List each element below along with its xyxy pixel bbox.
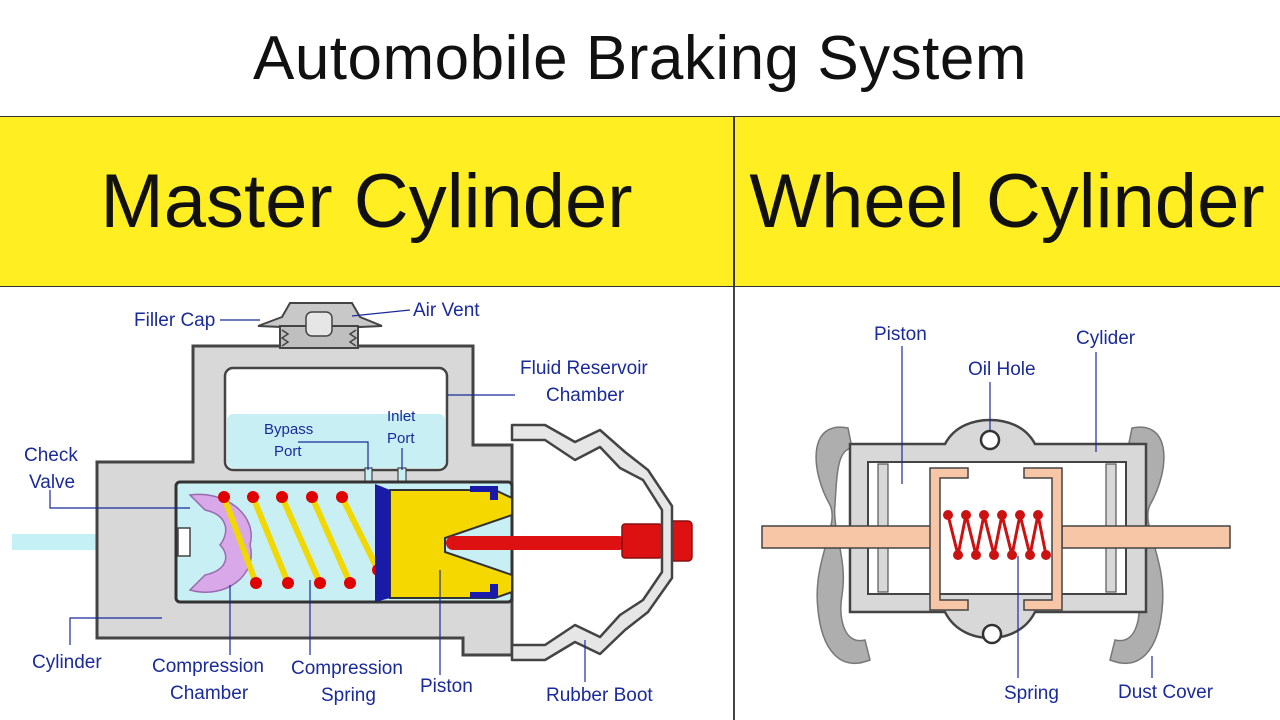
push-rod <box>446 536 626 550</box>
spring-coil-ends <box>943 510 1051 560</box>
bleed-hole <box>981 623 1003 645</box>
label-bypass: Bypass <box>264 421 313 438</box>
label-fluid-reservoir: Fluid Reservoir <box>520 358 648 379</box>
label-wheel-piston: Piston <box>874 324 927 345</box>
label-rubber-boot: Rubber Boot <box>546 685 653 706</box>
heading-band: Master Cylinder Wheel Cylinder <box>0 116 1280 287</box>
right-piston <box>1023 467 1063 611</box>
dust-cover-left <box>815 426 871 665</box>
label-spring: Spring <box>1004 683 1059 704</box>
label-inlet: Inlet <box>387 408 416 425</box>
label-compression: Compression <box>152 656 264 677</box>
band-divider <box>733 117 735 286</box>
check-valve <box>188 493 252 593</box>
page-title: Automobile Braking System <box>252 23 1028 93</box>
cap-thread <box>280 329 358 347</box>
check-valve-leader <box>49 490 190 509</box>
label-compression-chamber: Chamber <box>170 683 249 704</box>
bypass-port-leader <box>298 441 369 470</box>
piston-primary-seal <box>375 484 390 602</box>
air-vent-plug <box>305 311 333 337</box>
right-push-rod <box>1061 525 1231 549</box>
piston <box>389 489 513 599</box>
label-dust-cover: Dust Cover <box>1118 682 1214 703</box>
master-cylinder-diagram: Filler Cap Air Vent Fluid Reservoir Cham… <box>12 300 693 706</box>
wheel-cylinder-heading: Wheel Cylinder <box>749 159 1265 244</box>
label-piston: Piston <box>420 676 473 697</box>
reservoir-fluid <box>227 414 445 468</box>
label-check-valve: Valve <box>29 472 75 493</box>
cylinder-leader <box>69 617 162 645</box>
panel-divider <box>733 287 735 720</box>
label-oil-hole: Oil Hole <box>968 359 1036 380</box>
master-cylinder-heading: Master Cylinder <box>100 159 633 244</box>
left-push-rod <box>761 525 933 549</box>
left-piston <box>929 467 969 611</box>
label-filler-cap: Filler Cap <box>134 310 215 331</box>
label-compression-spring: Spring <box>321 685 376 706</box>
label-check: Check <box>24 445 78 466</box>
piston-secondary-seal-top <box>470 486 498 500</box>
label-bypass-port: Port <box>274 443 302 460</box>
piston-secondary-seal-bottom <box>470 584 498 598</box>
label-air-vent: Air Vent <box>413 300 480 321</box>
rubber-boot <box>510 423 674 662</box>
compression-spring <box>221 494 381 586</box>
oil-hole <box>979 429 1001 451</box>
spring <box>946 514 1048 556</box>
air-vent-leader <box>351 309 411 317</box>
label-cylider: Cylider <box>1076 328 1136 349</box>
label-cylinder: Cylinder <box>32 652 102 673</box>
label-compression-2: Compression <box>291 658 403 679</box>
label-inlet-port: Port <box>387 430 415 447</box>
check-valve-seat <box>177 527 191 557</box>
label-fluid-reservoir-chamber: Chamber <box>546 385 625 406</box>
